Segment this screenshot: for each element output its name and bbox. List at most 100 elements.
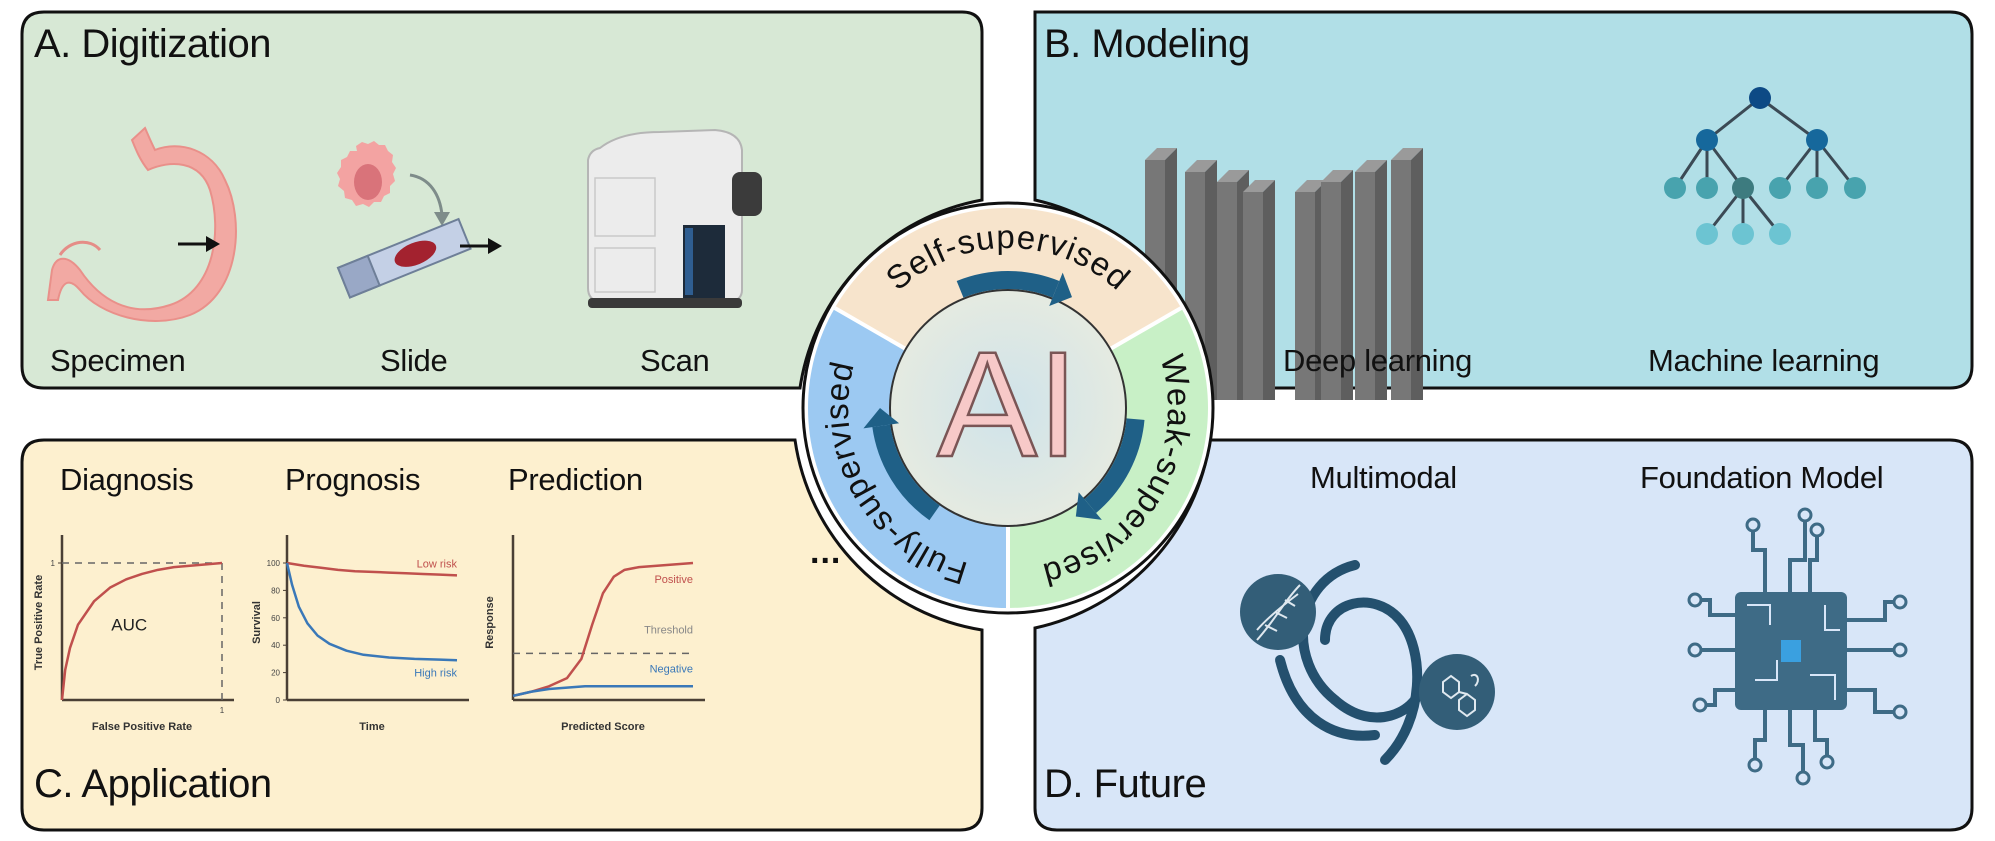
chip-pin: [1687, 642, 1703, 658]
panel-application-bg: [20, 438, 984, 832]
chip-trace: [1753, 710, 1767, 765]
chip-pin: [1692, 697, 1708, 713]
series-label: Low risk: [417, 558, 458, 570]
tree-node: [1769, 223, 1791, 245]
tree-edge: [1706, 96, 1761, 142]
series-line-negative: [512, 685, 693, 698]
chip-trace: [1788, 515, 1807, 592]
chip-pin: [1795, 770, 1811, 786]
step-label-slide: Slide: [380, 343, 448, 378]
panel-title-future: D. Future: [1044, 762, 1207, 806]
digitization-illustration: [46, 126, 762, 322]
chip-trace: [1847, 600, 1900, 622]
y-tick-label: 1: [51, 559, 56, 568]
chip-pin: [1687, 592, 1703, 608]
cycle-arrow: [1084, 418, 1145, 513]
tree-node: [1749, 87, 1771, 109]
ring-segment-weak-supervised: [1008, 308, 1208, 608]
more-ellipsis: ...: [810, 533, 842, 571]
tree-edge: [1759, 96, 1818, 142]
series-label: Positive: [654, 574, 693, 586]
step-label-scan: Scan: [640, 343, 710, 378]
chip-pin: [1745, 517, 1761, 533]
tree-node: [1732, 177, 1754, 199]
y-tick-label: 40: [271, 641, 280, 650]
chip-inner-trace: [1755, 660, 1778, 681]
slide-icon: [336, 141, 472, 299]
chip-pin: [1797, 507, 1813, 523]
decision-tree-icon: [1664, 87, 1866, 245]
tree-node: [1696, 223, 1718, 245]
cycle-arrow-head: [863, 408, 900, 429]
future-label-multimodal: Multimodal: [1310, 460, 1457, 495]
stomach-icon: [46, 126, 237, 322]
tree-node: [1664, 177, 1686, 199]
series-line-positive: [512, 561, 694, 698]
chip-inner-trace: [1824, 605, 1840, 631]
chip-inner-trace: [1747, 604, 1771, 625]
y-axis-label: Response: [484, 596, 496, 649]
x-axis-label: Predicted Score: [561, 721, 645, 733]
ring-separator: [1109, 306, 1183, 351]
panel-title-digitization: A. Digitization: [34, 22, 272, 66]
chip-icon: [1687, 507, 1908, 786]
chip-core: [1781, 640, 1801, 662]
series-label: High risk: [414, 667, 457, 679]
modeling-label-deep-learning: Deep learning: [1283, 343, 1473, 378]
tree-node: [1806, 129, 1828, 151]
chip-pin: [1809, 522, 1825, 538]
chip-trace: [1813, 710, 1829, 762]
chart-annotation: AUC: [111, 615, 147, 634]
tree-node: [1844, 177, 1866, 199]
series-line-low-risk: [286, 561, 458, 577]
multimodal-icon: [1240, 560, 1495, 765]
ai-core: [889, 289, 1127, 527]
chip-trace: [1751, 525, 1767, 592]
series-line-high-risk: [285, 562, 458, 662]
chip-inner-trace: [1810, 674, 1836, 700]
cycle-arrow: [872, 424, 940, 521]
arrow-right-icon: [460, 238, 502, 254]
chip-pin: [1819, 754, 1835, 770]
cycle-arrow: [956, 271, 1060, 298]
cycle-arrow-head: [1075, 492, 1102, 520]
cycle-arrows: [863, 271, 1145, 521]
y-tick-label: 80: [271, 586, 280, 595]
chip-pin: [1892, 704, 1908, 720]
neural-network-icon: [1145, 148, 1423, 400]
network-layer: [1355, 160, 1387, 400]
y-tick-label: 100: [267, 559, 281, 568]
network-layer: [1321, 170, 1353, 400]
chart-title-prognosis: Prognosis: [285, 462, 421, 497]
future-illustration: [1240, 507, 1908, 786]
chip-pin: [1892, 594, 1908, 610]
y-tick-label: 0: [276, 696, 281, 705]
ai-wheel: Self-supervised Weak-supervised Fully-su…: [801, 201, 1215, 615]
step-label-specimen: Specimen: [50, 343, 186, 378]
ring-separator: [833, 306, 907, 351]
chart-title-diagnosis: Diagnosis: [60, 462, 194, 497]
network-layer: [1391, 148, 1423, 400]
y-axis-label: Survival: [251, 601, 263, 644]
y-axis-label: True Positive Rate: [33, 575, 45, 670]
arrow-right-icon: [178, 236, 220, 252]
scanner-icon: [587, 128, 762, 308]
chip-trace: [1847, 688, 1900, 714]
cycle-arrow-head: [1049, 272, 1072, 307]
reference-line-label: Threshold: [644, 624, 693, 636]
panel-title-modeling: B. Modeling: [1044, 22, 1250, 66]
series-label: Negative: [650, 663, 693, 675]
modeling-illustration: [1145, 87, 1866, 400]
chip-trace: [1808, 530, 1819, 592]
x-tick-label: 1: [220, 706, 225, 715]
modeling-label-machine-learning: Machine learning: [1648, 343, 1880, 378]
chart-title-prediction: Prediction: [508, 462, 643, 497]
tree-node: [1696, 129, 1718, 151]
chip-trace: [1788, 710, 1805, 778]
x-axis-label: Time: [359, 721, 384, 733]
